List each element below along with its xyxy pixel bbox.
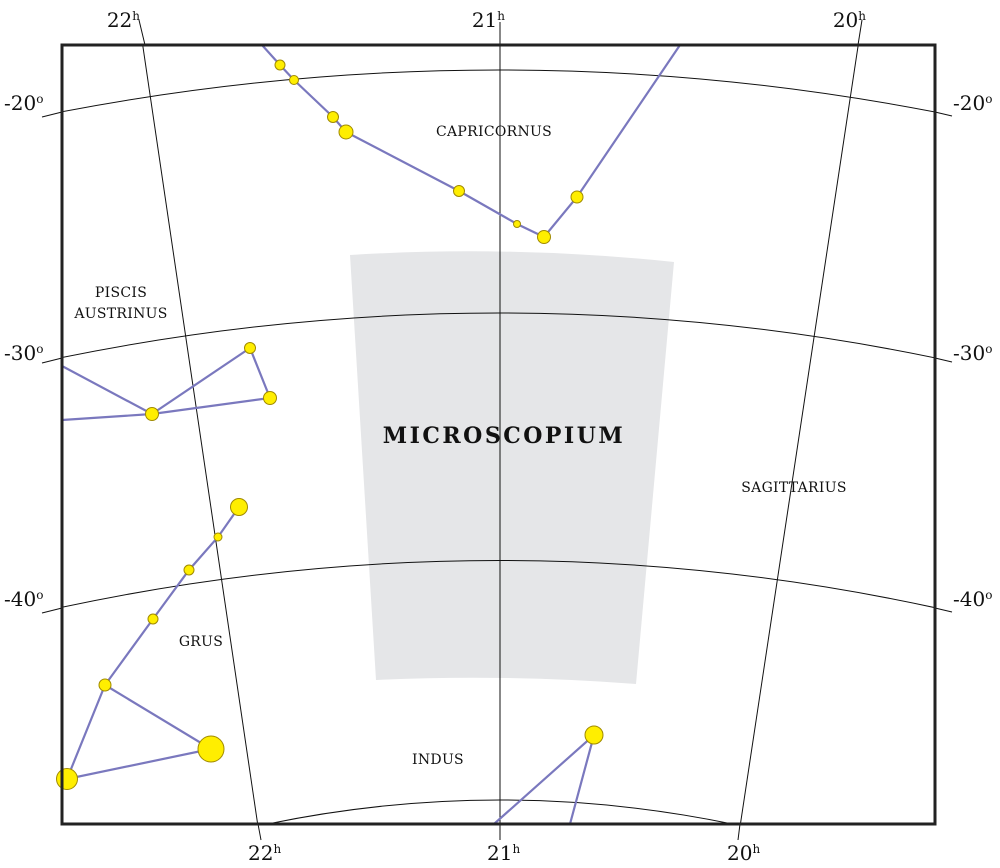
star [338,124,354,140]
piscis-label: PISCIS [95,285,147,301]
star [263,391,277,405]
ra-line-22h [142,45,259,824]
austrinus-label: AUSTRINUS [73,306,167,322]
dec-tick-right-20 [934,111,953,117]
dec-tick-left-40 [41,607,63,614]
ra-label-top-22h: 22h [107,8,140,32]
dec-tick-right-30 [934,357,953,363]
star [213,532,223,542]
star [584,725,604,745]
ra-tick-top-20h [857,19,863,46]
dec-label-left-40: -40o [4,587,43,611]
microscopium-label: MICROSCOPIUM [383,423,626,449]
capricornus-lines [261,45,681,239]
stars [56,59,604,790]
star [230,498,248,516]
sagittarius-label: SAGITTARIUS [741,480,846,496]
dec-label-right-40: -40o [953,587,992,611]
star [289,75,299,85]
dec-label-left-20: -20o [4,91,43,115]
star [570,190,584,204]
map-frame [60,43,937,826]
indus-lines [493,731,597,824]
dec-tick-right-40 [934,607,953,613]
star [327,111,339,123]
ra-label-top-20h: 20h [833,8,866,32]
star [244,342,256,354]
dec-line-minus-20 [62,69,935,113]
microscopium-area [350,251,674,684]
star [98,678,112,692]
dec-label-left-30: -30o [4,341,43,365]
dec-tick-left-30 [41,357,63,364]
star [147,613,159,625]
ra-label-bottom-22h: 22h [248,841,281,865]
ra-tick-bottom-20h [737,823,741,841]
star [537,230,551,244]
star [145,407,159,421]
star [513,220,521,228]
capricornus-label: CAPRICORNUS [436,124,552,140]
grus-lines [65,506,240,781]
ra-label-bottom-20h: 20h [727,841,760,865]
ra-tick-bottom-22h [257,823,262,841]
dec-tick-left-20 [41,111,63,118]
ra-label-top-21h: 21h [472,8,505,32]
star [56,768,78,790]
dec-line-minus-30 [62,312,935,359]
ra-line-20h [739,45,859,824]
piscis-austrinus-lines [62,346,272,422]
indus-label: INDUS [412,752,464,768]
star [197,735,225,763]
star [183,564,195,576]
star [274,59,286,71]
ra-label-bottom-21h: 21h [487,841,520,865]
dec-label-right-30: -30o [953,341,992,365]
star [453,185,465,197]
ra-tick-top-22h [138,19,146,46]
dec-label-right-20: -20o [953,91,992,115]
grus-label: GRUS [179,634,223,650]
